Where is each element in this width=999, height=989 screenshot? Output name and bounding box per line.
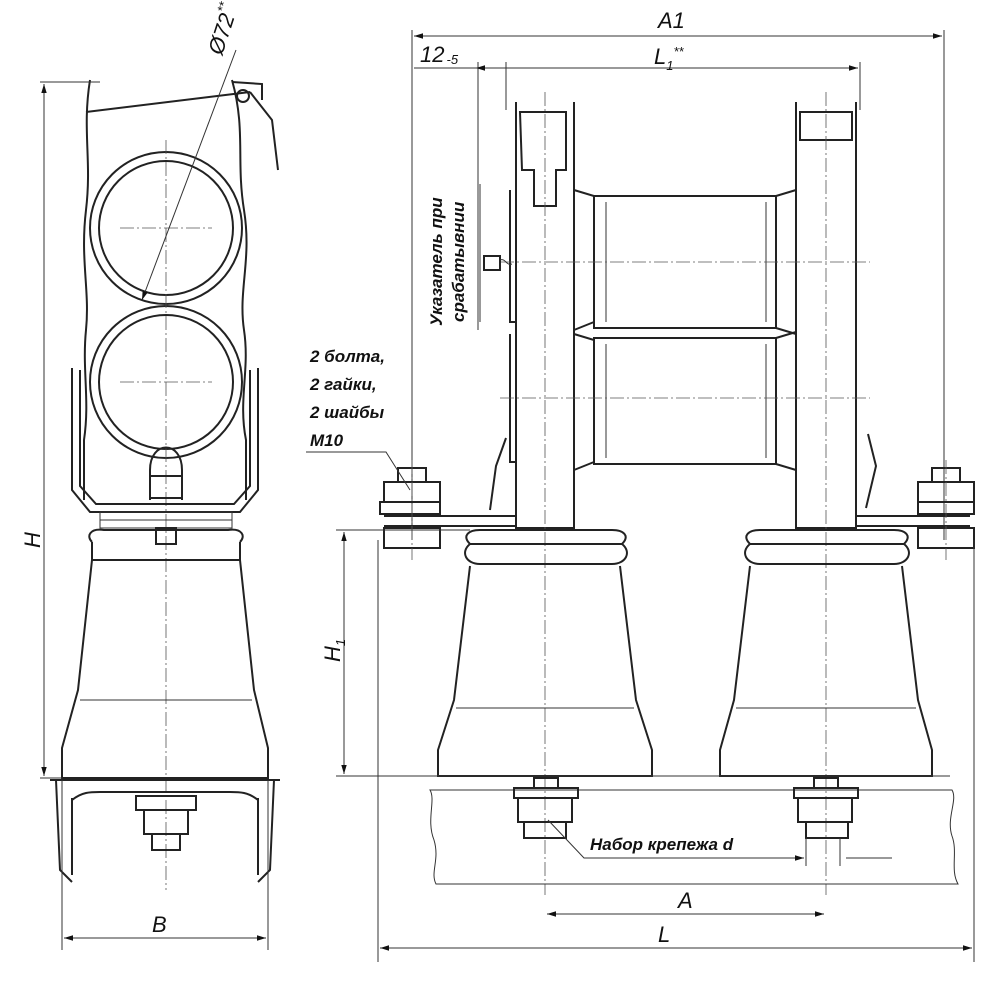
trip-indicator-spring — [499, 259, 513, 265]
left-fastener-set — [513, 777, 579, 839]
center-clip — [149, 446, 183, 500]
right-contact-top — [799, 111, 853, 141]
A1-label: A1 — [656, 8, 685, 33]
front-view: A1 12-5 L1** — [306, 8, 975, 962]
L1-label: L1** — [654, 44, 685, 73]
channel-right-flange — [257, 779, 275, 883]
base-section — [429, 789, 959, 885]
lower-cartridge — [500, 331, 870, 471]
H1-label: H1 — [320, 639, 348, 662]
upper-cartridge — [500, 189, 870, 335]
side-view: Ø72** H B — [20, 0, 280, 950]
insulator-body — [61, 559, 269, 779]
H-label: H — [20, 532, 45, 548]
lever-hook — [231, 81, 263, 100]
A-label: A — [676, 888, 693, 913]
B-label: B — [152, 912, 167, 937]
diameter-label: Ø72** — [201, 0, 243, 58]
center-nut — [149, 475, 183, 499]
lever-pivot — [236, 89, 250, 103]
trip-indicator-icon — [483, 255, 501, 271]
L-label: L — [658, 922, 670, 947]
spring-lever — [85, 91, 251, 113]
bottom-stud — [151, 833, 181, 851]
bolts-note-line4: М10 — [310, 431, 344, 450]
right-terminal-bolt — [917, 460, 975, 560]
top-stud — [155, 527, 177, 545]
fastener-note-leader — [547, 819, 766, 859]
insulator-cap — [88, 528, 244, 543]
bracket-inner — [79, 370, 251, 505]
indicator-label-line2: срабатывнии — [449, 201, 468, 322]
spring-clip — [249, 91, 279, 171]
channel-left-flange — [55, 779, 73, 883]
tol-label: 12-5 — [420, 42, 459, 67]
left-terminal-bolt — [379, 460, 441, 560]
left-terminal-strap — [384, 515, 516, 527]
bolts-note-leader — [306, 451, 411, 491]
right-fastener-set — [793, 777, 859, 866]
holder-right-contour — [231, 79, 248, 500]
bolts-note-line1: 2 болта, — [309, 347, 385, 366]
left-contact-knife — [518, 111, 567, 207]
bolts-note-line2: 2 гайки, — [309, 375, 377, 394]
right-terminal-strap — [856, 515, 970, 527]
fastener-note: Набор крепежа d — [590, 835, 734, 854]
indicator-label-line1: Указатель при — [427, 197, 446, 326]
insulator-neck — [91, 542, 241, 561]
bolts-note-line3: 2 шайбы — [309, 403, 385, 422]
diameter-leader — [141, 49, 237, 301]
right-spring-wire — [865, 433, 878, 509]
holder-left-contour — [83, 79, 91, 500]
channel-inner — [71, 791, 259, 801]
left-spring-wire — [489, 437, 507, 511]
